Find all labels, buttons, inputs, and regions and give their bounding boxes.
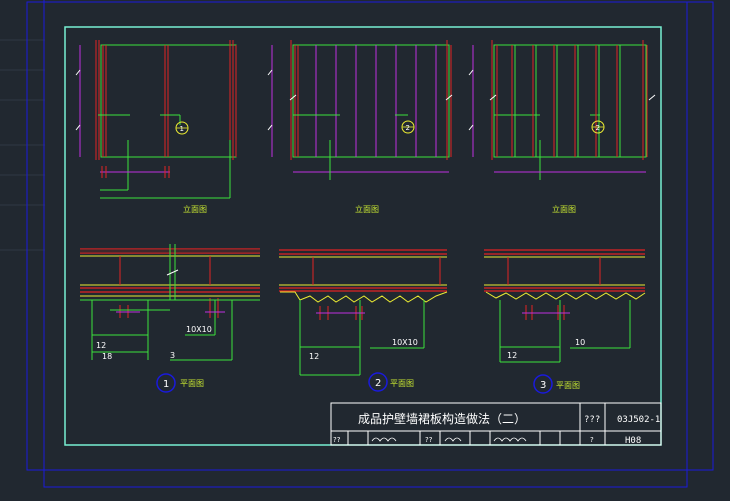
title-block-mark1: ??? [584, 415, 600, 425]
plan-1-dim-10x10: 10X10 [186, 325, 212, 334]
title-block-cell-1: ?? [333, 436, 341, 444]
title-block-code: 03J502-1 [617, 415, 660, 425]
title-block [330, 402, 662, 446]
plan-1-number: 1 [163, 379, 169, 390]
plan-1-label: 平面图 [180, 379, 204, 388]
title-block-cell-2: ?? [425, 436, 433, 444]
plan-3-dim-10: 10 [575, 338, 585, 347]
elevation-2-marker: 2 [406, 124, 410, 132]
title-block-scribbles [371, 437, 527, 442]
title-block-mark2: ? [590, 436, 594, 444]
plan-1-dim-18: 18 [102, 352, 112, 361]
plan-3-number: 3 [540, 380, 546, 391]
elevation-2-label: 立面图 [355, 204, 379, 214]
inner-frame [43, 1, 688, 488]
elevation-1: 1 立面图 [75, 40, 237, 214]
plan-2-dim-12: 12 [309, 352, 319, 361]
elevation-3-label: 立面图 [552, 204, 576, 214]
title-block-title: 成品护壁墙裙板构造做法（二） [358, 411, 526, 426]
plan-2-dim-10x10: 10X10 [392, 338, 418, 347]
elevation-3: 2 立面图 [468, 40, 656, 214]
plan-2-marker-circle [368, 372, 388, 392]
title-block-page: H08 [625, 436, 641, 446]
plan-1: 10X10 12 18 3 1 平面图 [80, 244, 260, 393]
elevation-2: 2 立面图 [267, 40, 453, 214]
plan-1-dim-12: 12 [96, 341, 106, 350]
plan-3-label: 平面图 [556, 381, 580, 390]
plan-1-dim-3: 3 [170, 351, 175, 360]
background-grid [0, 39, 45, 251]
plan-2-number: 2 [375, 378, 381, 389]
plan-3: 10 12 3 平面图 [484, 249, 646, 394]
plan-3-marker-circle [533, 374, 553, 394]
elevation-1-marker: 1 [180, 125, 184, 133]
plan-1-marker-circle [156, 373, 176, 393]
elevation-1-label: 立面图 [183, 204, 207, 214]
plan-2: 10X10 12 2 平面图 [279, 249, 448, 392]
elevation-3-marker: 2 [596, 124, 600, 132]
outer-frame [26, 1, 714, 471]
plan-3-dim-12: 12 [507, 351, 517, 360]
plan-2-label: 平面图 [390, 379, 414, 388]
